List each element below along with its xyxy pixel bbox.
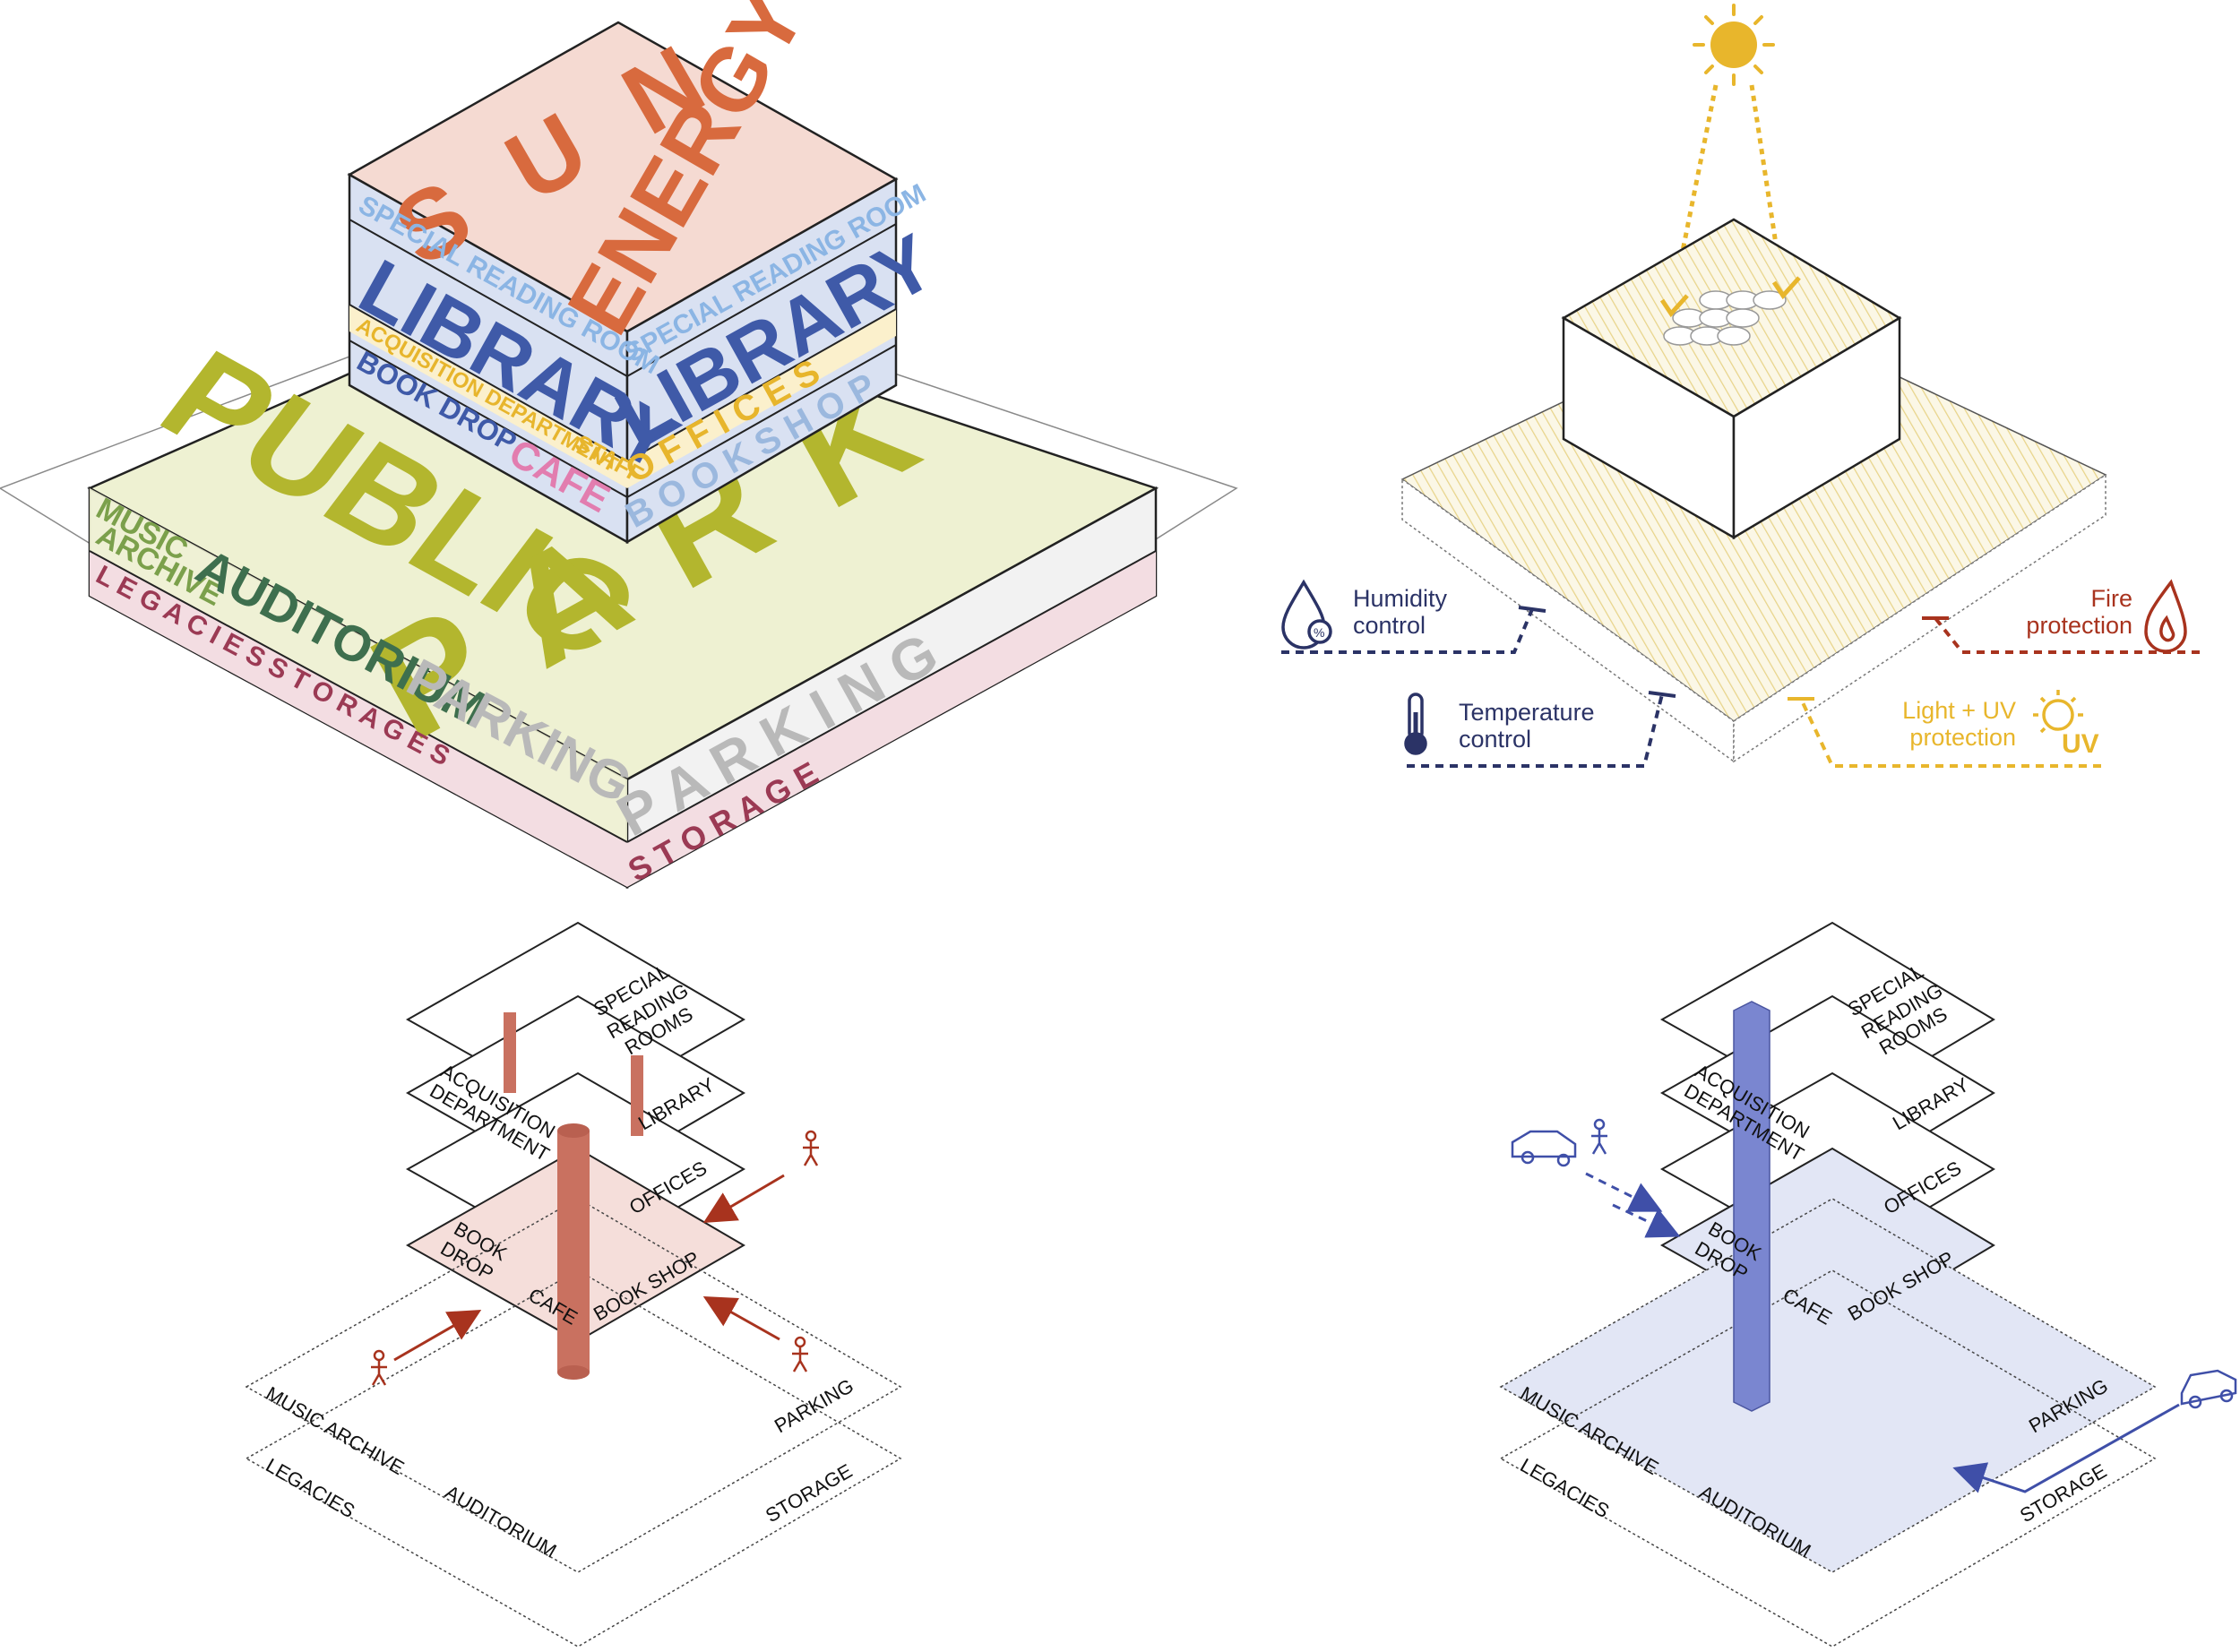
env-slab-right [1733,473,2106,763]
exploded-diagram-pedestrian: SPECIAL READING ROOMS ACQUISITION DEPART… [245,921,902,1648]
svg-text:%: % [1314,625,1324,640]
column-small-2 [631,1055,643,1136]
humidity-label-2: control [1353,612,1426,639]
parking-floor-label: PARKING [771,1374,857,1437]
column-main [557,1131,590,1372]
floor-basement-1 [245,1198,902,1573]
flow-arrow-top [702,1174,785,1224]
car-icon [1511,1130,1577,1167]
solar-panels [1663,290,1787,346]
auditorium-floor-label: AUDITORIUM [442,1481,561,1562]
uv-line [1799,698,2101,768]
legacies-floor-label: LEGACIES [1517,1454,1614,1523]
program-massing-diagram: PUBLIC P A R K MUSIC ARCHIVE AUDITORIUM … [0,0,1238,890]
env-slab-left [1401,478,1735,763]
column-small-1 [504,1012,516,1093]
thermometer-icon [1404,693,1427,755]
core-column [1733,1001,1770,1412]
floor-basement-2 [1499,1269,2157,1648]
band-storage-right [627,551,1156,887]
band-offices [627,309,896,488]
environment-diagram: % UV Humidity control Temperature contro… [1281,4,2200,768]
flame-icon [2144,579,2187,653]
uv-label-2: protection [1909,724,2016,751]
humidity-label-1: Humidity [1353,585,1448,612]
band-park-left [90,488,627,842]
flow-arrow-right [702,1296,780,1341]
pedestrian-icon [371,1349,387,1386]
band-storage-left [90,551,627,887]
temperature-label-1: Temperature [1459,699,1595,726]
pedestrian-icon [792,1336,808,1372]
pedestrian-icon [803,1130,819,1166]
flow-car-left [1585,1172,1663,1212]
temperature-label-2: control [1459,726,1531,753]
floor-basement-1 [1499,1198,2157,1573]
fire-line [1934,616,2200,654]
humidity-drop-icon: % [1281,579,1332,650]
fire-label-1: Fire [2091,585,2133,612]
exploded-diagram-vehicle: SPECIAL READING ROOMS ACQUISITION DEPART… [1499,921,2237,1648]
flow-pedestrian-left [1612,1203,1681,1238]
band-acquisition [349,305,627,488]
uv-label-1: Light + UV [1902,697,2016,724]
pedestrian-icon [1591,1118,1607,1155]
flow-arrow-left [393,1310,482,1362]
env-box-right [1732,315,1901,540]
legacies-floor-label: LEGACIES [263,1454,359,1523]
humidity-line [1281,608,1534,654]
uv-badge: UV [2062,729,2099,759]
sun-icon [1693,4,1775,86]
sun-uv-icon [2033,690,2083,734]
temperature-line [1407,693,1664,768]
car-icon [2180,1369,2237,1409]
flow-car-right [1952,1403,2180,1493]
fire-label-2: protection [2026,612,2132,639]
